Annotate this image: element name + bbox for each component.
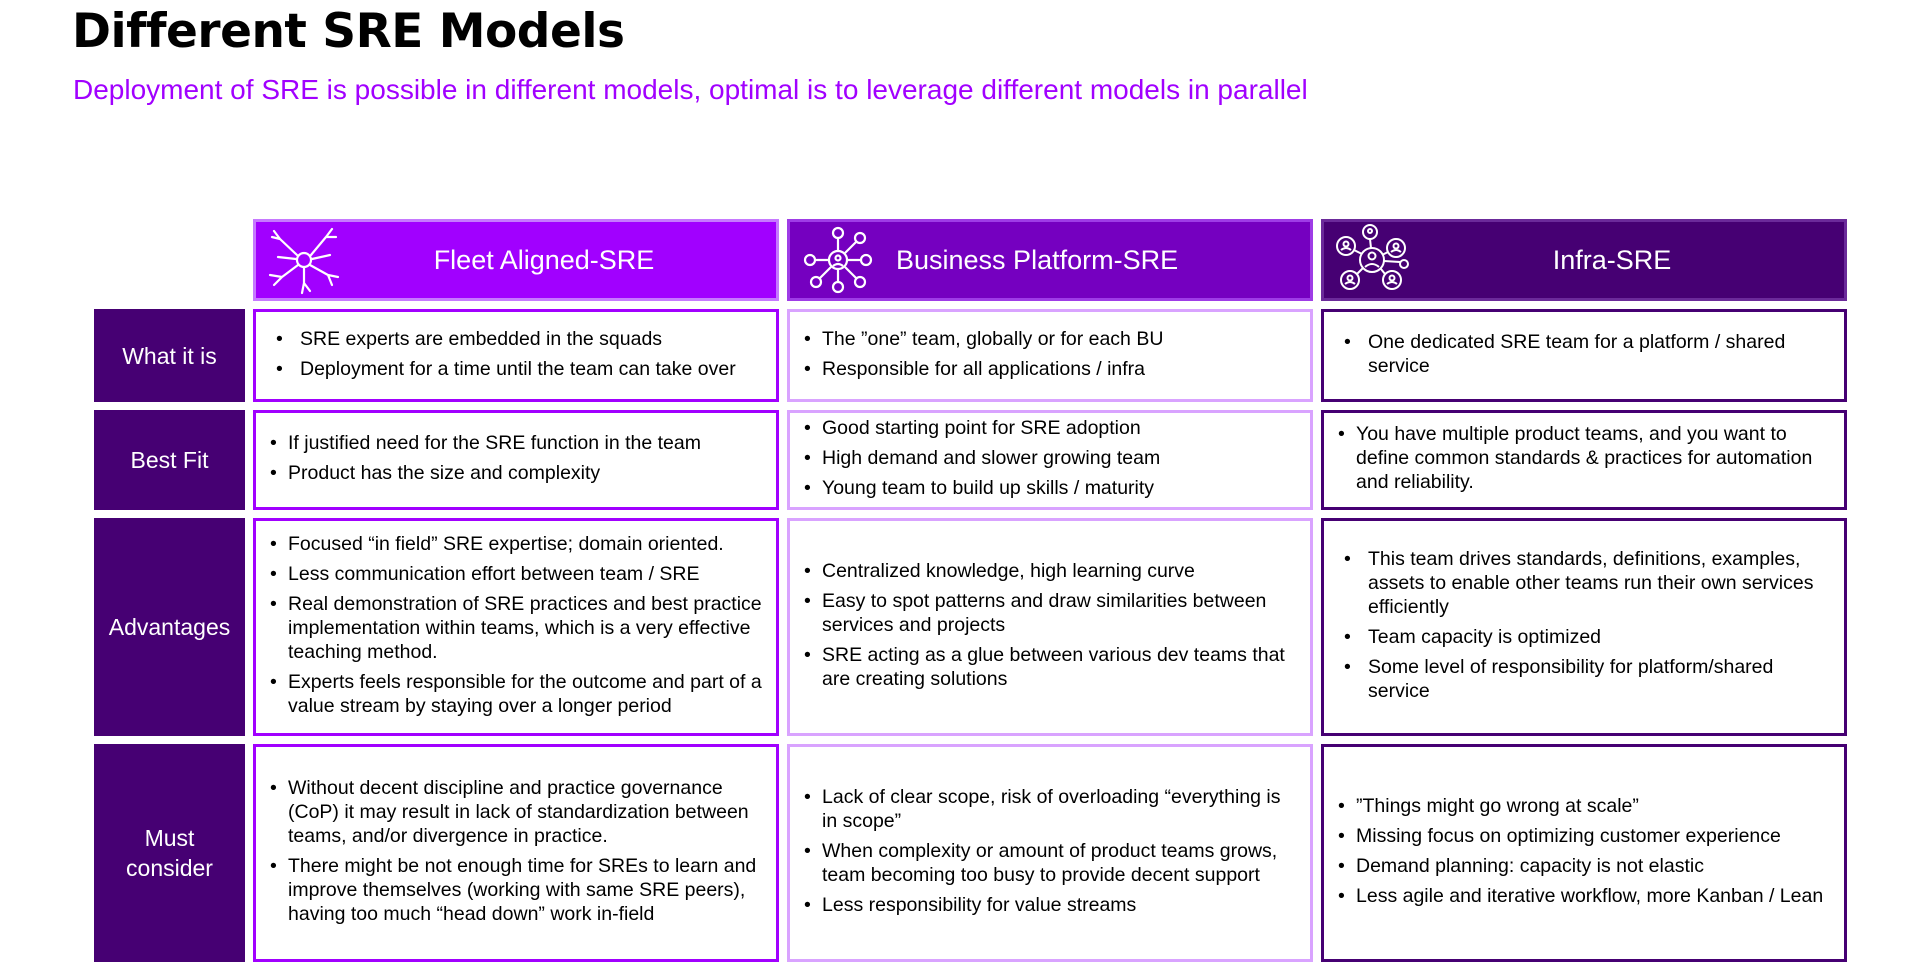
cell-what-infra: One dedicated SRE team for a platform / … xyxy=(1321,309,1847,402)
column-header-infra-sre: Infra-SRE xyxy=(1321,219,1847,301)
hands-together-icon xyxy=(256,225,352,295)
cell-must-fleet: Without decent discipline and practice g… xyxy=(253,744,779,962)
cell-what-business: The ”one” team, globally or for each BU … xyxy=(787,309,1313,402)
list-item: Real demonstration of SRE practices and … xyxy=(270,592,762,664)
list-item: Demand planning: capacity is not elastic xyxy=(1338,854,1830,878)
list-item: High demand and slower growing team xyxy=(804,446,1296,470)
list-item: Easy to spot patterns and draw similarit… xyxy=(804,589,1296,637)
list-item: Less communication effort between team /… xyxy=(270,562,762,586)
cell-must-business: Lack of clear scope, risk of overloading… xyxy=(787,744,1313,962)
list-item: Experts feels responsible for the outcom… xyxy=(270,670,762,718)
table-corner xyxy=(94,219,245,301)
page-subtitle: Deployment of SRE is possible in differe… xyxy=(73,74,1308,105)
list-item: SRE acting as a glue between various dev… xyxy=(804,643,1296,691)
cell-adv-fleet: Focused “in field” SRE expertise; domain… xyxy=(253,518,779,736)
sre-models-table: Fleet Aligned-SRE Business Platform-SRE xyxy=(94,219,1847,962)
page-title: Different SRE Models xyxy=(72,4,625,59)
network-hub-icon xyxy=(790,226,886,294)
list-item: Less responsibility for value streams xyxy=(804,893,1296,917)
list-item: Without decent discipline and practice g… xyxy=(270,776,762,848)
list-item: Less agile and iterative workflow, more … xyxy=(1338,884,1830,908)
list-item: Centralized knowledge, high learning cur… xyxy=(804,559,1296,583)
list-item: Missing focus on optimizing customer exp… xyxy=(1338,824,1830,848)
list-item: You have multiple product teams, and you… xyxy=(1338,422,1830,494)
cell-what-fleet: SRE experts are embedded in the squads D… xyxy=(253,309,779,402)
row-header-advantages: Advantages xyxy=(94,518,245,736)
list-item: SRE experts are embedded in the squads xyxy=(270,327,762,351)
cell-adv-business: Centralized knowledge, high learning cur… xyxy=(787,518,1313,736)
list-item: Young team to build up skills / maturity xyxy=(804,476,1296,500)
cell-must-infra: ”Things might go wrong at scale” Missing… xyxy=(1321,744,1847,962)
column-header-label: Fleet Aligned-SRE xyxy=(433,244,655,275)
list-item: Lack of clear scope, risk of overloading… xyxy=(804,785,1296,833)
column-header-label: Business Platform-SRE xyxy=(896,244,1179,275)
list-item: ”Things might go wrong at scale” xyxy=(1338,794,1830,818)
cell-best-fleet: If justified need for the SRE function i… xyxy=(253,410,779,510)
people-network-icon xyxy=(1324,224,1420,296)
list-item: Good starting point for SRE adoption xyxy=(804,416,1296,440)
list-item: Deployment for a time until the team can… xyxy=(270,357,762,381)
cell-best-infra: You have multiple product teams, and you… xyxy=(1321,410,1847,510)
list-item: Product has the size and complexity xyxy=(270,461,762,485)
column-header-fleet-aligned-sre: Fleet Aligned-SRE xyxy=(253,219,779,301)
column-header-business-platform-sre: Business Platform-SRE xyxy=(787,219,1313,301)
column-header-label: Infra-SRE xyxy=(1552,244,1672,275)
cell-adv-infra: This team drives standards, definitions,… xyxy=(1321,518,1847,736)
list-item: This team drives standards, definitions,… xyxy=(1338,547,1830,619)
list-item: When complexity or amount of product tea… xyxy=(804,839,1296,887)
row-header-best-fit: Best Fit xyxy=(94,410,245,510)
list-item: The ”one” team, globally or for each BU xyxy=(804,327,1296,351)
list-item: There might be not enough time for SREs … xyxy=(270,854,762,926)
list-item: Team capacity is optimized xyxy=(1338,625,1830,649)
cell-best-business: Good starting point for SRE adoption Hig… xyxy=(787,410,1313,510)
list-item: One dedicated SRE team for a platform / … xyxy=(1338,330,1830,378)
list-item: Some level of responsibility for platfor… xyxy=(1338,655,1830,703)
row-header-what-it-is: What it is xyxy=(94,309,245,402)
list-item: If justified need for the SRE function i… xyxy=(270,431,762,455)
list-item: Responsible for all applications / infra xyxy=(804,357,1296,381)
row-header-must-consider: Must consider xyxy=(94,744,245,962)
list-item: Focused “in field” SRE expertise; domain… xyxy=(270,532,762,556)
